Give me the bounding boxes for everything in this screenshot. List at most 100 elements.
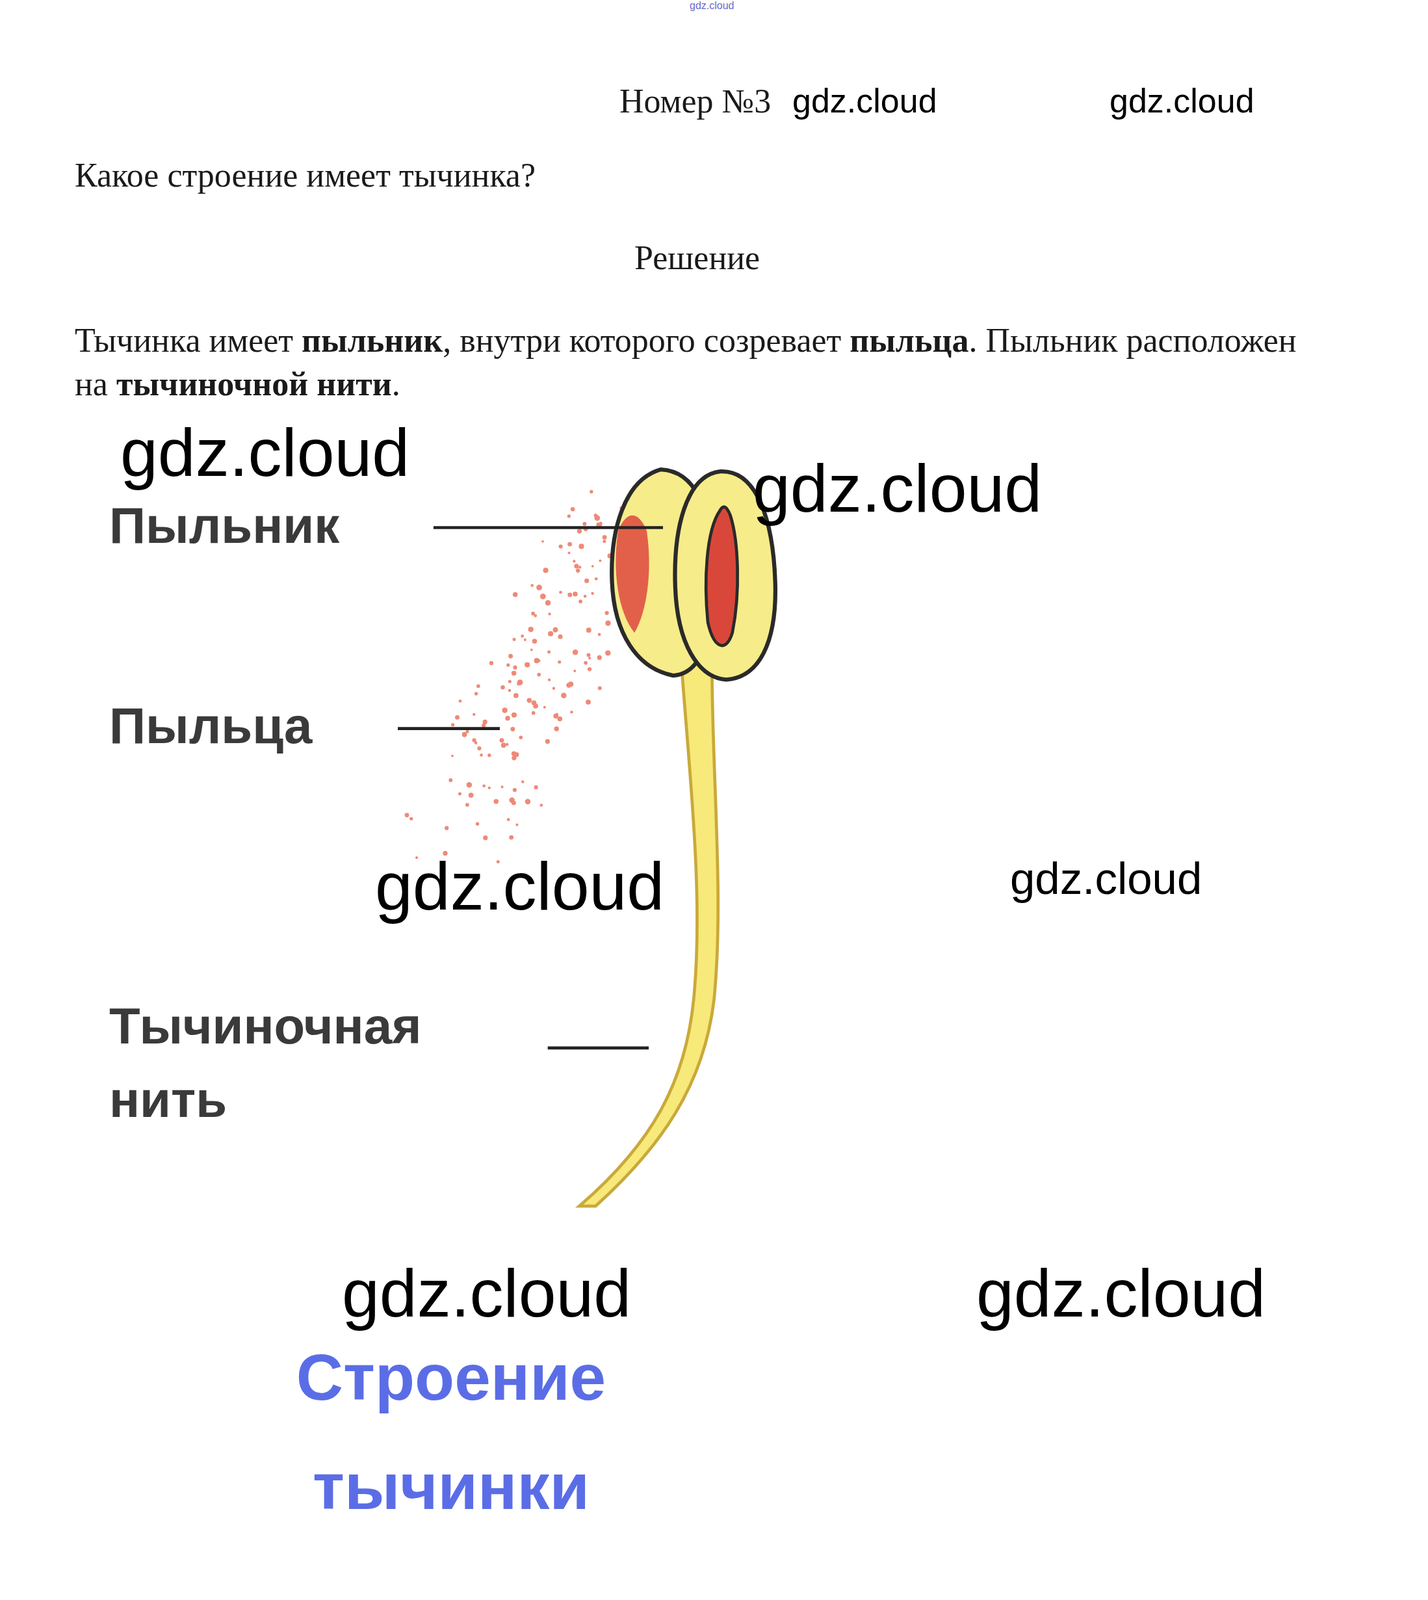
pollen-grain bbox=[511, 800, 517, 805]
pollen-grain bbox=[578, 599, 583, 604]
pollen-grain bbox=[518, 735, 523, 740]
pollen-grain bbox=[482, 835, 488, 840]
pollen-grain bbox=[536, 672, 541, 677]
pollen-grain bbox=[458, 792, 462, 796]
pollen-grain bbox=[508, 835, 514, 840]
pollen-grain bbox=[583, 661, 588, 665]
part-label: Пыльца bbox=[109, 696, 312, 756]
text-line: Какое строение имеет тычинка? bbox=[74, 155, 536, 195]
pollen-grain bbox=[602, 534, 608, 540]
pollen-grain bbox=[515, 823, 519, 827]
watermark: gdz.cloud bbox=[792, 81, 938, 121]
pollen-grain bbox=[547, 612, 551, 615]
pollen-grain bbox=[527, 697, 533, 703]
pollen-grain bbox=[474, 740, 478, 745]
pollen-grain bbox=[527, 626, 533, 632]
pollen-grain bbox=[462, 731, 468, 738]
text-line: Решение bbox=[634, 238, 760, 278]
pollen-grain bbox=[570, 710, 573, 714]
pollen-grain bbox=[512, 787, 517, 792]
pollen-grain bbox=[605, 649, 611, 656]
pollen-grain bbox=[506, 662, 510, 667]
pollen-grain bbox=[451, 754, 454, 758]
pollen-grain bbox=[476, 684, 481, 689]
pollen-grain bbox=[597, 633, 602, 637]
watermark: gdz.cloud bbox=[1010, 852, 1202, 905]
pollen-grain bbox=[531, 711, 536, 715]
pollen-grain bbox=[506, 817, 511, 821]
pollen-grain bbox=[583, 594, 587, 598]
pollen-grain bbox=[508, 653, 513, 659]
pollen-grain bbox=[508, 679, 512, 684]
pollen-grain bbox=[489, 661, 494, 665]
pollen-grain bbox=[521, 779, 524, 783]
pollen-grain bbox=[511, 750, 517, 756]
pollen-grain bbox=[512, 637, 517, 641]
pollen-grain bbox=[541, 540, 545, 543]
pollen-grain bbox=[597, 686, 602, 691]
pollen-grain bbox=[591, 564, 595, 568]
pollen-grain bbox=[532, 638, 538, 644]
text-line: Номер №3 bbox=[619, 81, 771, 121]
pollen-grain bbox=[508, 688, 511, 692]
pollen-grain bbox=[567, 551, 571, 555]
pollen-grain bbox=[567, 542, 572, 547]
pollen-grain bbox=[570, 506, 576, 512]
part-label: Пыльник bbox=[109, 496, 340, 556]
pollen-grain bbox=[536, 584, 543, 591]
pollen-grain bbox=[540, 593, 546, 600]
pollen-grain bbox=[475, 822, 480, 826]
pollen-grain bbox=[539, 803, 543, 807]
pollen-grain bbox=[590, 592, 594, 595]
pollen-grain bbox=[547, 677, 551, 681]
pollen-grain bbox=[523, 638, 527, 641]
pollen-grain bbox=[458, 699, 463, 703]
pollen-grain bbox=[553, 627, 559, 633]
pollen-grain bbox=[555, 712, 558, 715]
answer-paragraph: Тычинка имеетпыльник, внутри которого со… bbox=[74, 318, 1315, 406]
pollen-grain bbox=[557, 660, 561, 664]
pollen-grain bbox=[517, 679, 524, 686]
pollen-grain bbox=[545, 599, 551, 606]
pollen-grain bbox=[448, 778, 453, 782]
pollen-sac bbox=[705, 506, 738, 646]
pollen-grain bbox=[477, 746, 481, 751]
pollen-grain bbox=[474, 691, 478, 695]
pollen-grain bbox=[572, 591, 578, 597]
pollen-grain bbox=[573, 563, 579, 569]
watermark: gdz.cloud bbox=[752, 449, 1042, 528]
pollen-grain bbox=[524, 661, 530, 667]
pollen-grain bbox=[468, 792, 474, 798]
pollen-grain bbox=[454, 714, 460, 720]
pollen-grain bbox=[567, 592, 572, 597]
pollen-grain bbox=[542, 567, 548, 573]
bold-term: пыльца bbox=[849, 321, 969, 359]
leader-line bbox=[547, 1045, 649, 1050]
pollen-grain bbox=[587, 666, 592, 671]
part-label: Тычиночная нить bbox=[109, 989, 548, 1137]
pollen-grain bbox=[516, 682, 520, 686]
pollen-grain bbox=[501, 785, 504, 788]
pollen-grain bbox=[598, 558, 602, 562]
pollen-grain bbox=[585, 699, 591, 705]
watermark: gdz.cloud bbox=[689, 0, 735, 12]
pollen-grain bbox=[487, 753, 491, 757]
pollen-grain bbox=[510, 726, 515, 732]
pollen-grain bbox=[493, 798, 500, 805]
pollen-grain bbox=[577, 528, 582, 533]
pollen-grain bbox=[557, 716, 563, 722]
pollen-grain bbox=[532, 703, 539, 709]
pollen-grain bbox=[482, 783, 486, 788]
pollen-grain bbox=[588, 656, 591, 660]
pollen-grain bbox=[500, 685, 506, 690]
pollen-grain bbox=[511, 670, 517, 676]
pollen-grain bbox=[596, 522, 600, 526]
leader-line bbox=[433, 525, 663, 530]
text-fragment: . bbox=[391, 365, 401, 403]
pollen-grain bbox=[520, 634, 524, 638]
pollen-grain bbox=[525, 798, 531, 805]
watermark: gdz.cloud bbox=[120, 414, 410, 493]
pollen-grain bbox=[501, 742, 507, 748]
pollen-grain bbox=[558, 544, 563, 548]
